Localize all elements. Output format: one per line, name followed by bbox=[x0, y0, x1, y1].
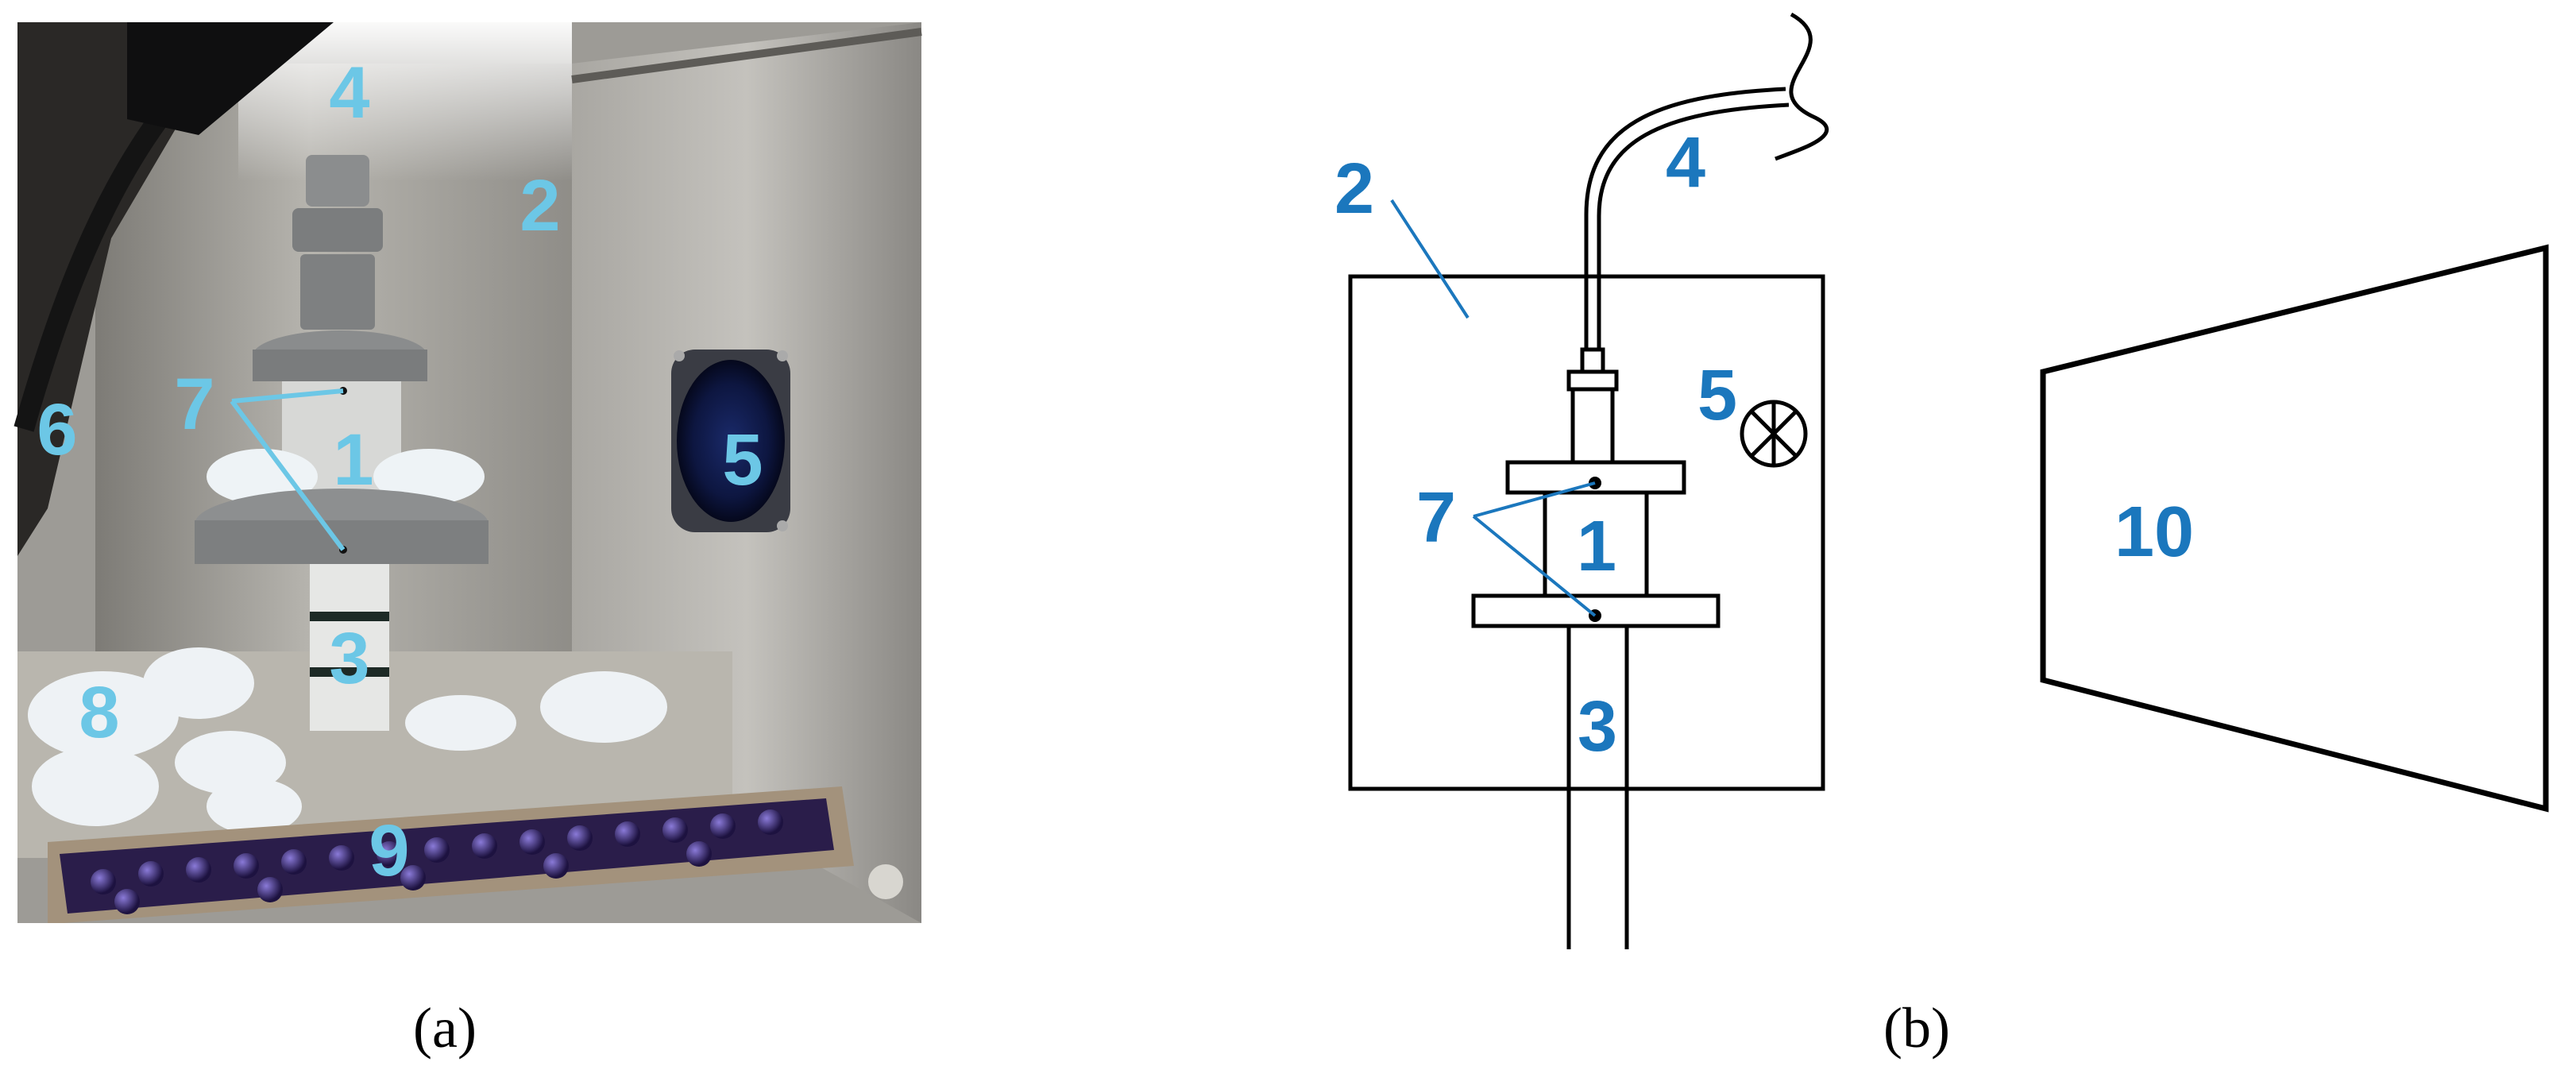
cable-4-inner bbox=[1597, 102, 1790, 350]
bottom-flange-b bbox=[1471, 593, 1721, 628]
screen-10 bbox=[2040, 244, 2549, 813]
panel-b-schematic bbox=[1348, 12, 2549, 949]
label-b-10: 10 bbox=[2114, 493, 2194, 572]
panel-a-labels: 4 2 7 6 1 5 3 8 9 bbox=[37, 52, 763, 891]
label-b-1: 1 bbox=[1577, 507, 1616, 586]
tray-bolt bbox=[868, 864, 903, 899]
fan-blades bbox=[677, 360, 785, 522]
cable bbox=[14, 113, 168, 432]
tube-band-1 bbox=[310, 612, 389, 621]
nut-2 bbox=[292, 208, 383, 252]
fitting-nut bbox=[1566, 369, 1619, 392]
bead-tray bbox=[48, 786, 903, 923]
tube-photo bbox=[310, 564, 389, 731]
fan-screw-1 bbox=[674, 350, 685, 361]
dark-hood bbox=[127, 22, 334, 135]
top-rail bbox=[571, 28, 922, 83]
label-a-5: 5 bbox=[722, 419, 763, 500]
label-7-line-b-top bbox=[1473, 481, 1596, 518]
left-opening bbox=[17, 22, 238, 556]
label-a-8: 8 bbox=[79, 672, 119, 753]
cell-assembly-photo bbox=[195, 155, 489, 731]
label-b-3: 3 bbox=[1578, 687, 1617, 767]
caption-a: (a) bbox=[413, 996, 477, 1060]
label-b-4: 4 bbox=[1666, 123, 1705, 203]
fan-screw-2 bbox=[777, 350, 788, 361]
fan-photo bbox=[671, 350, 790, 532]
fitting-small bbox=[1580, 347, 1605, 374]
fan-screw-3 bbox=[777, 520, 788, 531]
tube-band-2 bbox=[310, 667, 389, 677]
label-a-1: 1 bbox=[333, 419, 373, 500]
label-a-6: 6 bbox=[37, 389, 77, 470]
label-a-2: 2 bbox=[519, 165, 560, 246]
label-b-7: 7 bbox=[1416, 478, 1456, 558]
label-7-line-a-top bbox=[231, 388, 344, 404]
label-2-leader bbox=[1390, 199, 1470, 319]
panel-a-photo: 4 2 7 6 1 5 3 8 9 (a) bbox=[14, 22, 922, 1060]
beads bbox=[91, 809, 783, 914]
label-a-4: 4 bbox=[329, 52, 369, 133]
ice-chunk-b bbox=[373, 449, 485, 504]
ice-pieces bbox=[28, 647, 667, 834]
top-flange-rim bbox=[253, 350, 427, 381]
label-7-line-a-bottom bbox=[230, 400, 346, 551]
label-b-2: 2 bbox=[1334, 149, 1374, 229]
ice-chunk-a bbox=[207, 449, 318, 504]
cable-4-outer bbox=[1584, 87, 1786, 350]
label-a-7: 7 bbox=[174, 364, 214, 445]
panel-b-labels: 2 4 5 7 1 3 10 bbox=[1334, 123, 2194, 767]
bottom-flange-rim bbox=[195, 520, 489, 564]
label-7-line-b-bottom bbox=[1472, 515, 1597, 617]
fitting-body bbox=[1570, 387, 1615, 465]
label-a-3: 3 bbox=[329, 618, 369, 699]
label-a-9: 9 bbox=[369, 810, 409, 891]
label-b-5: 5 bbox=[1697, 356, 1737, 435]
nut-3 bbox=[300, 254, 375, 330]
cable-break bbox=[1775, 12, 1829, 161]
top-nut bbox=[306, 155, 369, 207]
caption-b: (b) bbox=[1883, 996, 1950, 1060]
